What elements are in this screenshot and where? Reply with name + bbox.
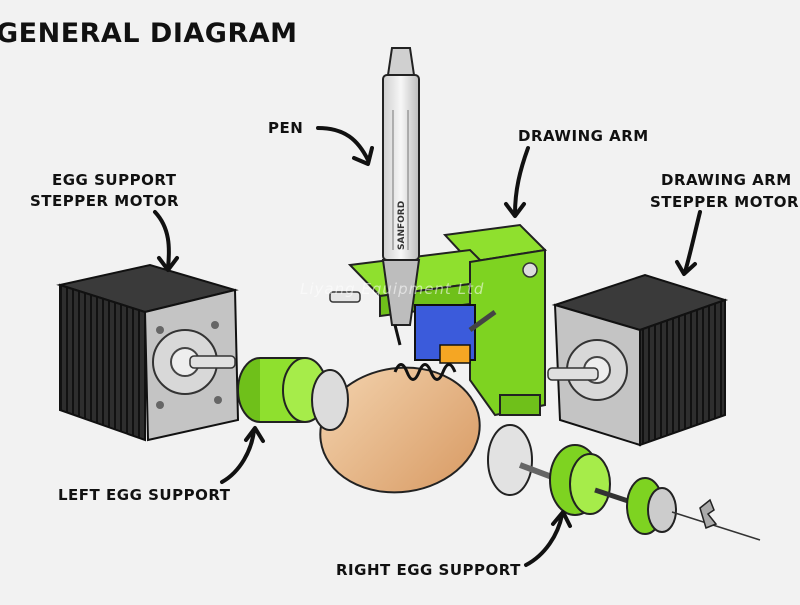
arrow-arm-motor-head [675,260,697,276]
pen-brand-text: SANFORD [397,201,407,250]
label-drawing-arm: DRAWING ARM [518,127,649,145]
page-title: GENERAL DIAGRAM [0,18,298,49]
left-egg-support-part [237,357,349,431]
watermark: Liyang Equipment Ltd [300,280,485,298]
servo [414,304,497,364]
label-drawing-arm-motor-line2: STEPPER MOTOR [650,193,799,211]
label-left-egg-support: LEFT EGG SUPPORT [58,486,231,504]
arrow-pen-head [352,146,374,166]
label-drawing-arm-motor-line1: DRAWING ARM [661,171,792,189]
arrow-right-support-head [551,510,572,528]
right-egg-support-part [487,424,761,541]
label-right-egg-support: RIGHT EGG SUPPORT [336,561,521,579]
arrow-drawing-arm-head [504,202,526,218]
egg-support-stepper-motor [56,263,240,442]
arrow-pen [316,126,370,162]
egg [319,363,481,494]
arrow-arm-motor [683,210,702,274]
arrow-left-support-head [244,426,265,443]
label-pen: PEN [268,119,304,137]
label-egg-support-motor-line2: STEPPER MOTOR [30,192,179,210]
drawing-arm-stepper-motor [547,273,729,447]
arrow-egg-motor-head [157,256,179,272]
arrow-drawing-arm [513,146,530,216]
arrow-right-support [524,513,564,567]
pen [381,47,421,346]
label-egg-support-motor-line1: EGG SUPPORT [52,171,177,189]
arrow-egg-motor [153,210,171,270]
arrow-left-support [220,428,256,484]
